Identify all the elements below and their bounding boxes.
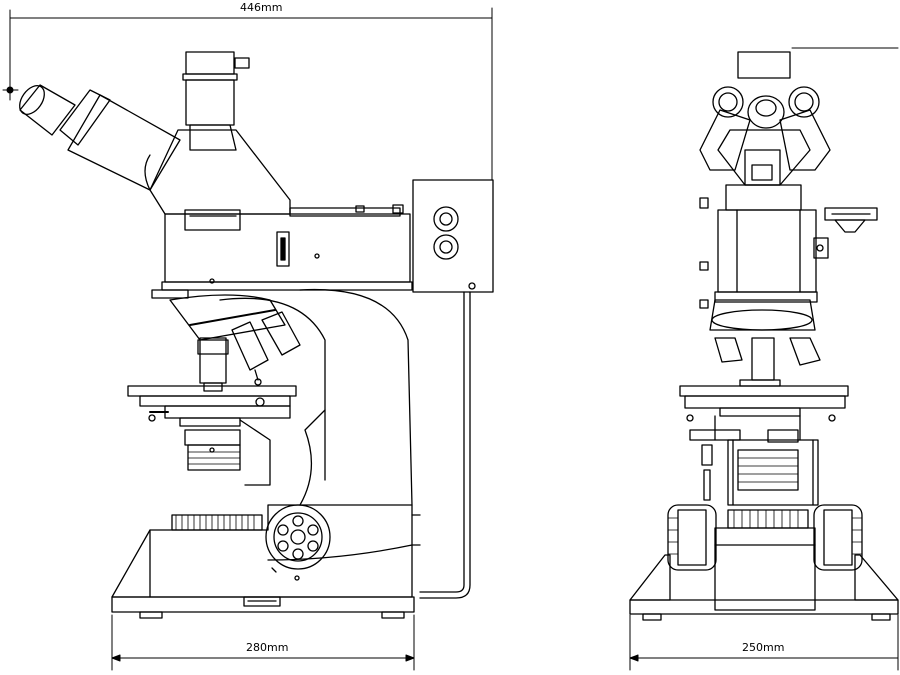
side-condenser [184, 429, 241, 471]
front-base [629, 509, 899, 621]
dimension-base-depth: 280mm [244, 641, 291, 654]
front-nosepiece [709, 299, 821, 387]
side-head [151, 204, 413, 299]
side-nosepiece [169, 294, 301, 392]
side-view [19, 51, 494, 619]
side-trinocular [19, 51, 291, 215]
side-focus-knob [265, 504, 331, 581]
side-lamp-housing [412, 179, 494, 599]
front-trinocular [699, 51, 831, 211]
front-stage [679, 385, 849, 443]
front-focus-knobs [667, 504, 863, 571]
front-view [629, 51, 899, 621]
dimension-overall-height: 446mm [238, 1, 285, 14]
dimension-lines [2, 7, 899, 671]
dimension-base-width: 250mm [740, 641, 787, 654]
side-base [111, 504, 421, 619]
front-column [701, 439, 819, 506]
front-body [699, 197, 878, 309]
side-stage [127, 385, 297, 427]
